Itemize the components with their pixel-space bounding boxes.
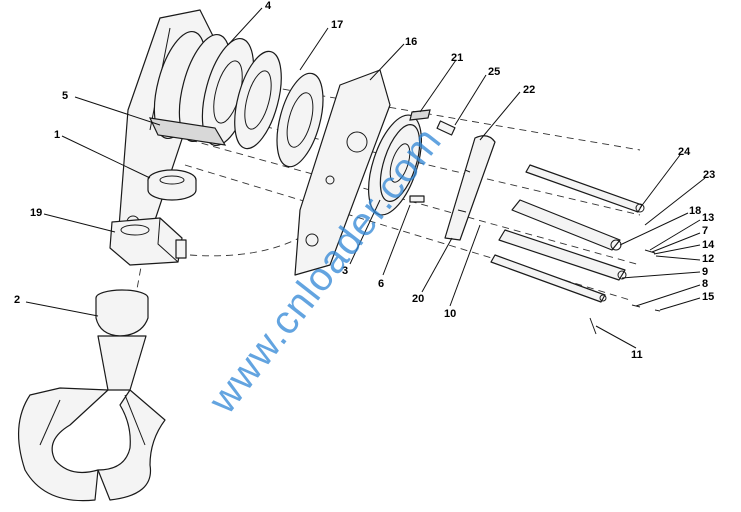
sheave bbox=[368, 114, 422, 216]
callout-14: 14 bbox=[702, 239, 715, 251]
callout-15: 15 bbox=[702, 291, 714, 303]
callout-23: 23 bbox=[703, 169, 715, 181]
crosshead bbox=[109, 217, 187, 266]
callout-8: 8 bbox=[702, 278, 708, 290]
retainer-plate bbox=[444, 135, 496, 241]
callout-21: 21 bbox=[451, 52, 463, 64]
base-plate bbox=[148, 117, 227, 146]
callout-25: 25 bbox=[488, 66, 500, 78]
callout-18: 18 bbox=[689, 205, 701, 217]
callout-17: 17 bbox=[331, 19, 343, 31]
callout-24: 24 bbox=[678, 146, 691, 158]
callout-16: 16 bbox=[405, 36, 417, 48]
callout-20: 20 bbox=[412, 293, 424, 305]
callout-6: 6 bbox=[378, 278, 384, 290]
callout-4: 4 bbox=[265, 0, 272, 12]
callout-11: 11 bbox=[631, 349, 643, 361]
thrust-bearing bbox=[147, 169, 197, 201]
keeper-parts bbox=[409, 109, 456, 203]
hook bbox=[17, 289, 166, 502]
callout-3: 3 bbox=[342, 265, 348, 277]
callout-2: 2 bbox=[14, 294, 20, 306]
callout-19: 19 bbox=[30, 207, 42, 219]
pins-and-shafts bbox=[490, 164, 661, 335]
leader-lines bbox=[25, 7, 706, 349]
callout-9: 9 bbox=[702, 266, 708, 278]
callout-10: 10 bbox=[444, 308, 456, 320]
callout-labels: 4 17 16 21 25 22 5 1 19 2 24 23 18 13 7 … bbox=[14, 0, 715, 361]
callout-1: 1 bbox=[54, 129, 60, 141]
callout-13: 13 bbox=[702, 212, 714, 224]
callout-12: 12 bbox=[702, 253, 714, 265]
callout-5: 5 bbox=[62, 90, 68, 102]
sheave-stack bbox=[153, 30, 324, 168]
callout-7: 7 bbox=[702, 225, 708, 237]
callout-22: 22 bbox=[523, 84, 535, 96]
